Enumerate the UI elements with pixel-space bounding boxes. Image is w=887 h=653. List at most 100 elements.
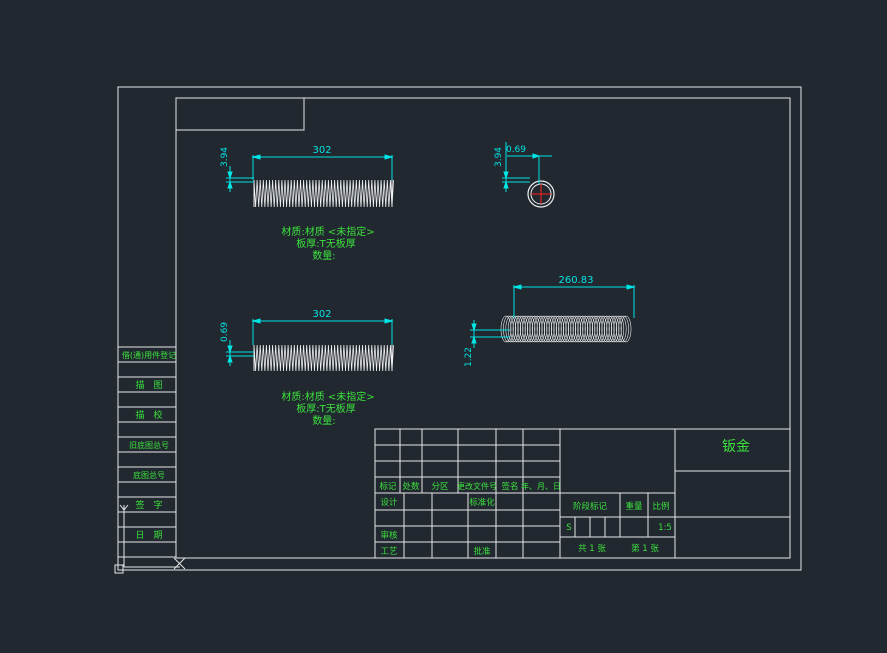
iso-coil bbox=[507, 315, 519, 343]
note-quantity-1: 数量: bbox=[312, 249, 335, 262]
view-2-spring-end: 0.69 3.94 bbox=[494, 142, 555, 208]
label-approve: 批准 bbox=[473, 546, 491, 557]
dimension-length-3 bbox=[251, 318, 394, 345]
note-material-3: 材质:材质 <未指定> bbox=[281, 390, 374, 403]
iso-coil bbox=[620, 315, 632, 343]
view-3-spring-side: 302 0.69 材质:材质 <未指定> 板厚:T无板厚 数量: bbox=[220, 309, 394, 427]
iso-coil bbox=[555, 315, 567, 343]
iso-coil bbox=[594, 315, 605, 343]
iso-coil bbox=[577, 315, 589, 343]
coil-strokes bbox=[253, 344, 394, 372]
hdr-date: 年、月、日 bbox=[521, 481, 561, 491]
dim-label-height-3: 0.69 bbox=[220, 322, 230, 342]
dim-label-length-4: 260.83 bbox=[559, 275, 594, 286]
iso-coil bbox=[603, 315, 615, 343]
strip-cell-base-no: 底图总号 bbox=[133, 470, 165, 480]
dim-label-height-2: 3.94 bbox=[494, 147, 504, 167]
iso-coil bbox=[560, 315, 572, 343]
iso-coil bbox=[512, 315, 524, 343]
iso-coil bbox=[582, 315, 593, 343]
iso-coil bbox=[505, 315, 517, 343]
strip-cell-old-base-no: 旧底图总号 bbox=[129, 440, 169, 450]
iso-coil bbox=[618, 315, 629, 343]
iso-coil bbox=[522, 315, 533, 343]
iso-coil bbox=[500, 315, 512, 343]
iso-coil bbox=[572, 315, 584, 343]
iso-coil bbox=[541, 315, 553, 343]
iso-coil bbox=[567, 315, 579, 343]
iso-coil bbox=[534, 315, 545, 343]
title-block: 钣金 标记 处数 分区 更改文件号 签名 年、月、日 设计 标准化 审核 工艺 … bbox=[374, 428, 791, 559]
iso-coil bbox=[553, 315, 565, 343]
coil-strokes bbox=[253, 179, 394, 208]
iso-coil bbox=[551, 315, 562, 343]
label-standardize: 标准化 bbox=[469, 497, 495, 508]
strip-cell-borrowed: 借(通)用件登记 bbox=[122, 350, 176, 360]
hdr-mark: 标记 bbox=[379, 481, 397, 492]
iso-coil bbox=[543, 315, 555, 343]
note-quantity-3: 数量: bbox=[312, 414, 335, 427]
iso-coil bbox=[601, 315, 613, 343]
iso-coil bbox=[563, 315, 574, 343]
iso-coil bbox=[565, 315, 577, 343]
iso-coil bbox=[548, 315, 560, 343]
hdr-sign: 签名 bbox=[501, 481, 518, 492]
iso-coil bbox=[570, 315, 581, 343]
dimension-diameter-2 bbox=[502, 142, 552, 192]
dimension-length-1 bbox=[251, 154, 394, 180]
dimension-height-1 bbox=[226, 166, 254, 192]
iso-coil bbox=[591, 315, 603, 343]
strip-cell-tracing: 描 图 bbox=[135, 379, 162, 391]
iso-coil bbox=[531, 315, 543, 343]
stage-value: S bbox=[566, 523, 571, 533]
note-thickness-1: 板厚:T无板厚 bbox=[296, 237, 355, 250]
dim-label-height-4: 1.22 bbox=[464, 347, 474, 367]
sheet-number: 第 1 张 bbox=[631, 543, 659, 554]
hdr-count: 处数 bbox=[402, 481, 420, 492]
iso-coil bbox=[536, 315, 548, 343]
spring-coils-3 bbox=[253, 344, 394, 372]
dim-label-height-1: 3.94 bbox=[220, 147, 230, 167]
iso-coil bbox=[596, 315, 608, 343]
iso-coil bbox=[606, 315, 617, 343]
view-4-spring-iso: 260.83 1.22 bbox=[464, 275, 636, 367]
iso-coil bbox=[584, 315, 596, 343]
left-registration-strip: 借(通)用件登记 描 图 描 校 旧底图总号 底图总号 签 字 日 期 bbox=[117, 346, 177, 558]
iso-coil bbox=[529, 315, 541, 343]
dimension-height-4 bbox=[470, 320, 510, 348]
iso-coil bbox=[558, 315, 569, 343]
dimension-height-3 bbox=[226, 340, 254, 366]
outer-border bbox=[117, 86, 802, 571]
dim-label-length-1: 302 bbox=[312, 145, 331, 156]
label-scale: 比例 bbox=[652, 501, 669, 512]
view-1-spring-side: 302 3.94 材质:材质 <未指定> 板厚:T无板厚 数量: bbox=[220, 145, 394, 262]
dim-label-diameter-2: 0.69 bbox=[506, 145, 526, 155]
hdr-zone: 分区 bbox=[431, 482, 449, 492]
iso-coil bbox=[515, 315, 526, 343]
iso-coil bbox=[579, 315, 591, 343]
iso-coil bbox=[611, 315, 622, 343]
part-name: 钣金 bbox=[722, 439, 750, 455]
scale-value: 1:5 bbox=[658, 523, 672, 533]
iso-coil bbox=[527, 315, 538, 343]
iso-coil bbox=[587, 315, 598, 343]
iso-coil bbox=[524, 315, 536, 343]
iso-coil bbox=[615, 315, 627, 343]
iso-coil bbox=[608, 315, 620, 343]
label-design: 设计 bbox=[380, 497, 398, 508]
iso-coil bbox=[589, 315, 601, 343]
ucs-icon bbox=[114, 504, 186, 574]
label-weight: 重量 bbox=[625, 501, 643, 512]
iso-coil bbox=[503, 315, 514, 343]
strip-cell-trace-check: 描 校 bbox=[135, 409, 162, 421]
note-thickness-3: 板厚:T无板厚 bbox=[296, 402, 355, 415]
spring-coils-4 bbox=[500, 315, 632, 343]
iso-coil bbox=[539, 315, 550, 343]
note-material-1: 材质:材质 <未指定> bbox=[281, 225, 374, 238]
strip-cell-date: 日 期 bbox=[135, 530, 162, 541]
dim-label-length-3: 302 bbox=[312, 309, 331, 320]
sheets-total: 共 1 张 bbox=[578, 544, 606, 554]
strip-cell-signature: 签 字 bbox=[135, 499, 162, 511]
label-process: 工艺 bbox=[380, 547, 397, 557]
